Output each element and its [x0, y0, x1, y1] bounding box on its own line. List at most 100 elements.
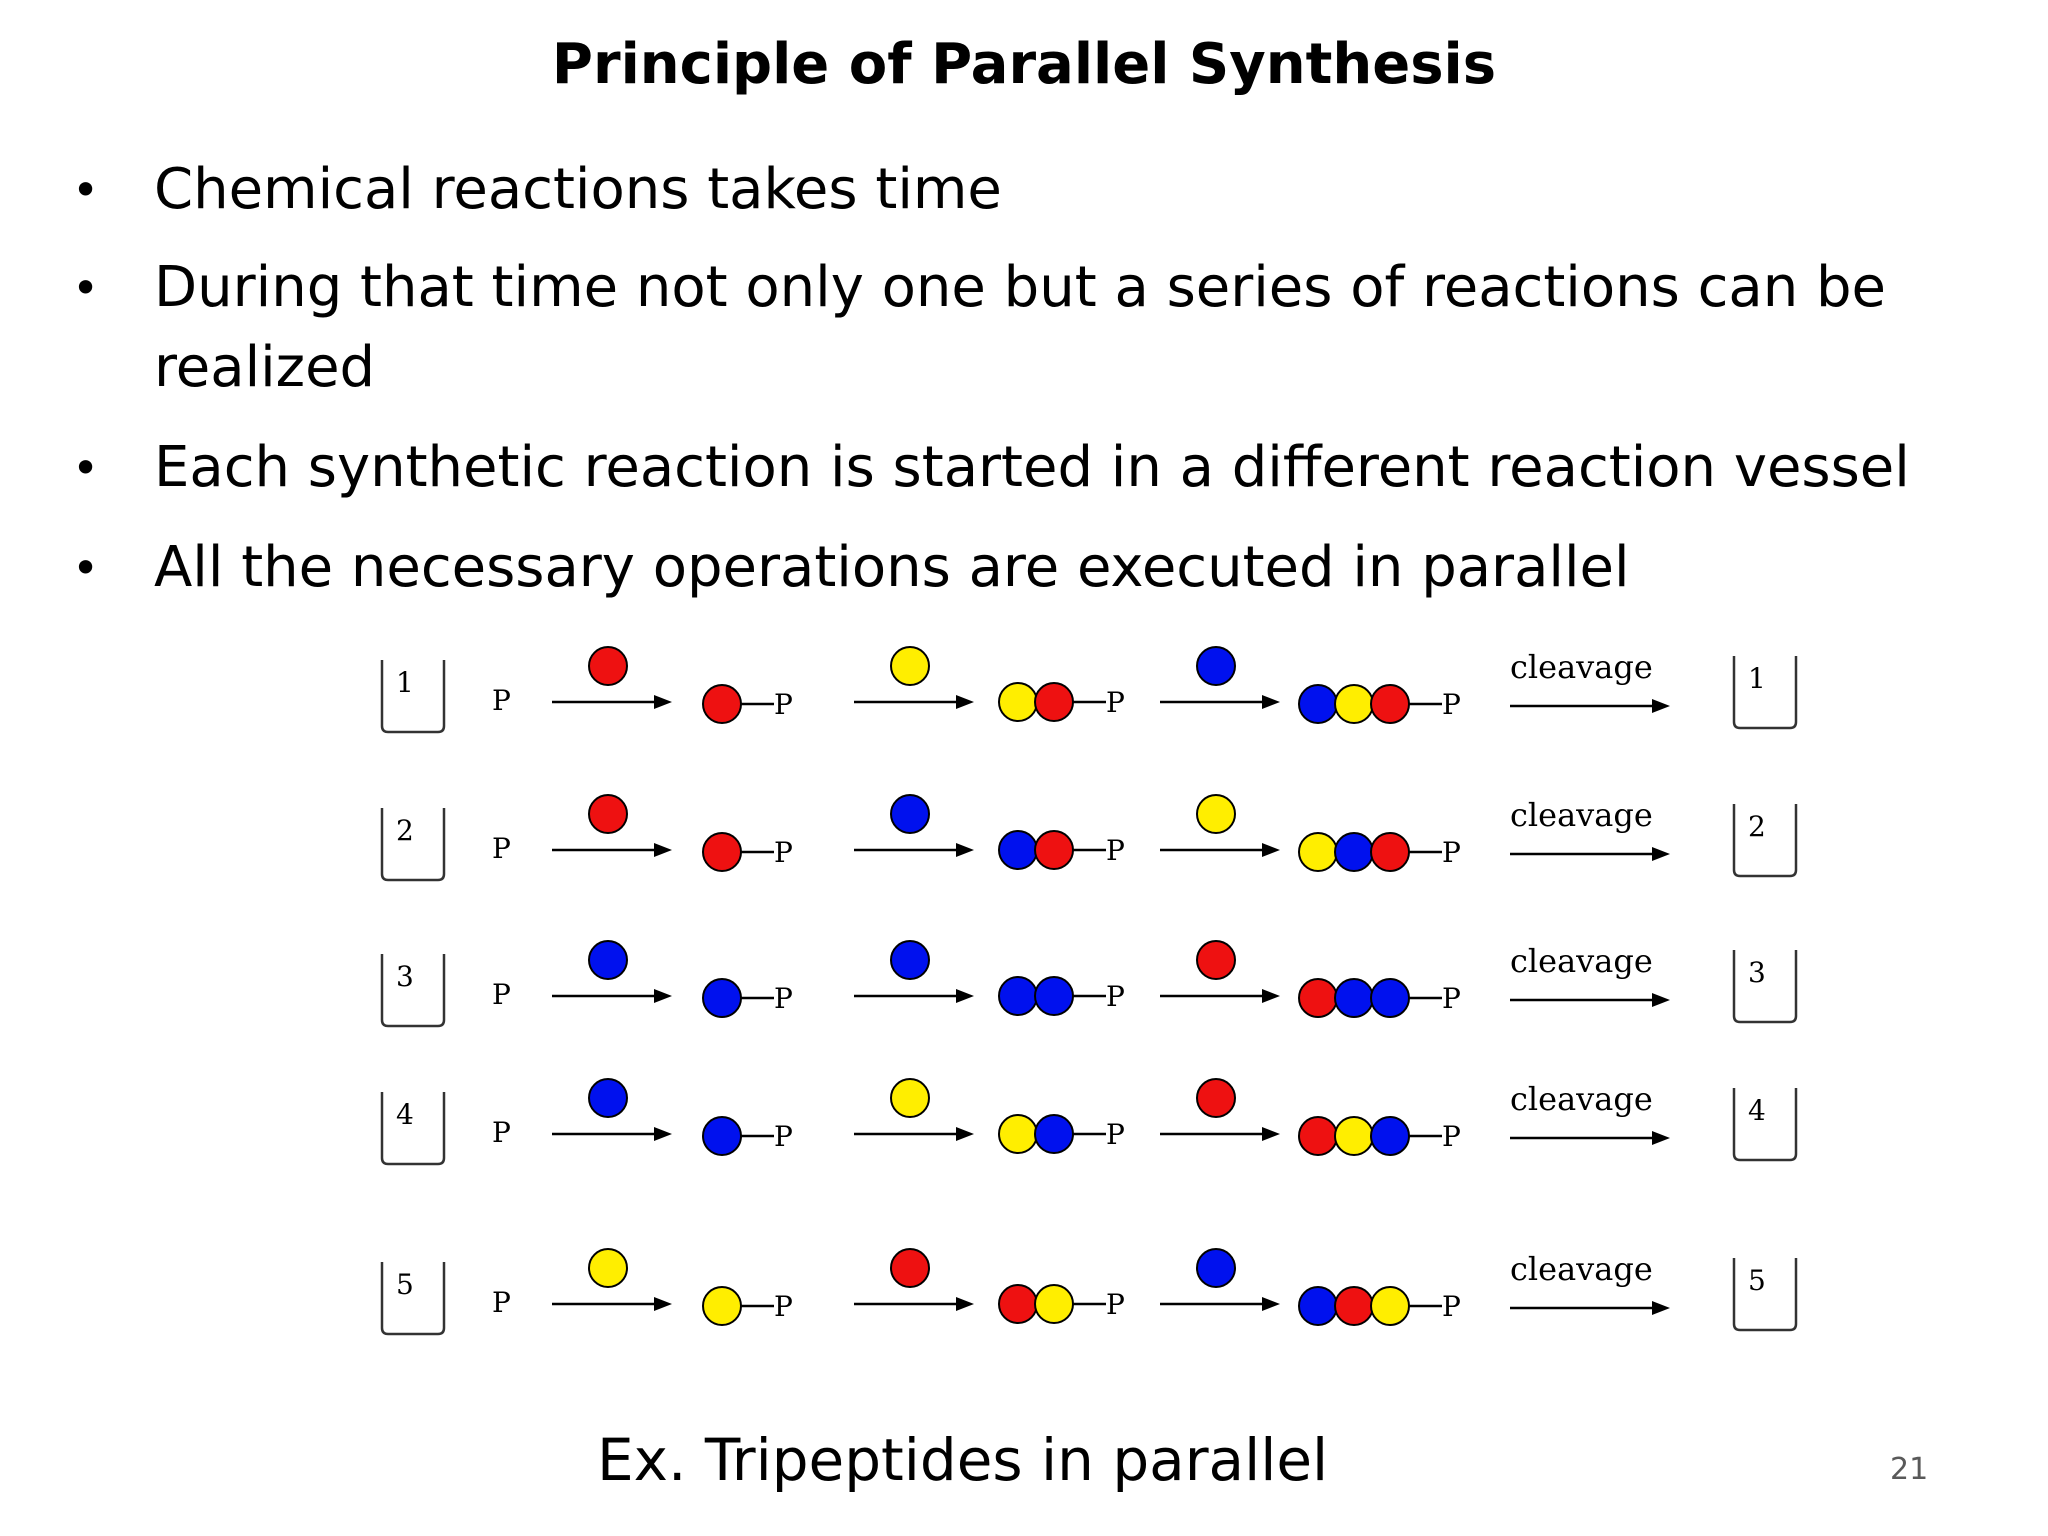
- vessel-label: 2: [396, 814, 414, 847]
- cleavage-label: cleavage: [1510, 1080, 1653, 1118]
- reaction-vessel-icon: [1732, 656, 1798, 730]
- resin-label: P: [774, 1290, 793, 1323]
- residue-yellow-circle: [1334, 1116, 1374, 1156]
- residue-yellow-circle: [998, 682, 1038, 722]
- arrow-head-icon: [956, 989, 974, 1003]
- residue-red-circle: [588, 646, 628, 686]
- residue-blue-circle: [1298, 1286, 1338, 1326]
- residue-blue-circle: [998, 830, 1038, 870]
- residue-red-circle: [1196, 1078, 1236, 1118]
- arrow-head-icon: [956, 1297, 974, 1311]
- residue-blue-circle: [1034, 976, 1074, 1016]
- arrow-head-icon: [956, 1127, 974, 1141]
- residue-blue-circle: [1034, 1114, 1074, 1154]
- residue-yellow-circle: [1370, 1286, 1410, 1326]
- residue-red-circle: [702, 684, 742, 724]
- resin-label: P: [492, 1286, 511, 1319]
- reaction-vessel-icon: [380, 1092, 446, 1166]
- arrow-head-icon: [1652, 1131, 1670, 1145]
- vessel-label: 4: [396, 1098, 414, 1131]
- bullet-dot: •: [72, 441, 100, 495]
- resin-label: P: [1442, 836, 1461, 869]
- resin-label: P: [774, 982, 793, 1015]
- vessel-label: 2: [1748, 810, 1766, 843]
- resin-label: P: [1442, 1290, 1461, 1323]
- resin-label: P: [1106, 1288, 1125, 1321]
- resin-label: P: [1106, 980, 1125, 1013]
- resin-label: P: [492, 684, 511, 717]
- residue-yellow-circle: [1196, 794, 1236, 834]
- residue-red-circle: [702, 832, 742, 872]
- cleavage-label: cleavage: [1510, 1250, 1653, 1288]
- reaction-vessel-icon: [380, 660, 446, 734]
- reaction-vessel-icon: [1732, 1258, 1798, 1332]
- arrow-head-icon: [1262, 1127, 1280, 1141]
- residue-red-circle: [1334, 1286, 1374, 1326]
- arrow-head-icon: [1652, 847, 1670, 861]
- residue-yellow-circle: [890, 646, 930, 686]
- residue-blue-circle: [998, 976, 1038, 1016]
- arrow-head-icon: [1652, 1301, 1670, 1315]
- bullet-text-continuation: realized: [154, 335, 376, 400]
- reaction-vessel-icon: [1732, 804, 1798, 878]
- residue-blue-circle: [1334, 978, 1374, 1018]
- residue-yellow-circle: [702, 1286, 742, 1326]
- residue-blue-circle: [1196, 646, 1236, 686]
- residue-red-circle: [1196, 940, 1236, 980]
- residue-red-circle: [998, 1284, 1038, 1324]
- cleavage-label: cleavage: [1510, 796, 1653, 834]
- arrow-head-icon: [956, 843, 974, 857]
- residue-red-circle: [1034, 682, 1074, 722]
- residue-blue-circle: [702, 978, 742, 1018]
- resin-label: P: [1442, 982, 1461, 1015]
- residue-red-circle: [1034, 830, 1074, 870]
- resin-label: P: [774, 688, 793, 721]
- bullet-dot: •: [72, 541, 100, 595]
- resin-label: P: [1106, 1118, 1125, 1151]
- vessel-label: 5: [1748, 1264, 1766, 1297]
- residue-blue-circle: [588, 1078, 628, 1118]
- residue-red-circle: [588, 794, 628, 834]
- vessel-label: 3: [396, 960, 414, 993]
- resin-label: P: [1106, 834, 1125, 867]
- cleavage-label: cleavage: [1510, 942, 1653, 980]
- bullet-text: During that time not only one but a seri…: [154, 255, 1886, 320]
- residue-blue-circle: [588, 940, 628, 980]
- residue-blue-circle: [1370, 978, 1410, 1018]
- arrow-head-icon: [654, 1127, 672, 1141]
- vessel-label: 3: [1748, 956, 1766, 989]
- residue-yellow-circle: [588, 1248, 628, 1288]
- arrow-head-icon: [1652, 993, 1670, 1007]
- reaction-vessel-icon: [1732, 1088, 1798, 1162]
- cleavage-label: cleavage: [1510, 648, 1653, 686]
- arrow-head-icon: [654, 1297, 672, 1311]
- resin-label: P: [1442, 688, 1461, 721]
- vessel-label: 4: [1748, 1094, 1766, 1127]
- resin-label: P: [774, 836, 793, 869]
- arrow-head-icon: [1652, 699, 1670, 713]
- arrow-head-icon: [1262, 843, 1280, 857]
- residue-blue-circle: [890, 940, 930, 980]
- resin-label: P: [492, 832, 511, 865]
- residue-yellow-circle: [998, 1114, 1038, 1154]
- arrow-head-icon: [956, 695, 974, 709]
- residue-yellow-circle: [1298, 832, 1338, 872]
- reaction-vessel-icon: [380, 1262, 446, 1336]
- resin-label: P: [774, 1120, 793, 1153]
- residue-red-circle: [1298, 978, 1338, 1018]
- resin-label: P: [1106, 686, 1125, 719]
- residue-red-circle: [1298, 1116, 1338, 1156]
- arrow-head-icon: [654, 843, 672, 857]
- bullet-text: All the necessary operations are execute…: [154, 535, 1630, 600]
- arrow-head-icon: [1262, 695, 1280, 709]
- residue-red-circle: [1370, 832, 1410, 872]
- vessel-label: 1: [396, 666, 414, 699]
- page-number: 21: [1890, 1452, 1929, 1487]
- bullet-dot: •: [72, 163, 100, 217]
- resin-label: P: [1442, 1120, 1461, 1153]
- residue-blue-circle: [1196, 1248, 1236, 1288]
- residue-red-circle: [890, 1248, 930, 1288]
- resin-label: P: [492, 978, 511, 1011]
- vessel-label: 1: [1748, 662, 1766, 695]
